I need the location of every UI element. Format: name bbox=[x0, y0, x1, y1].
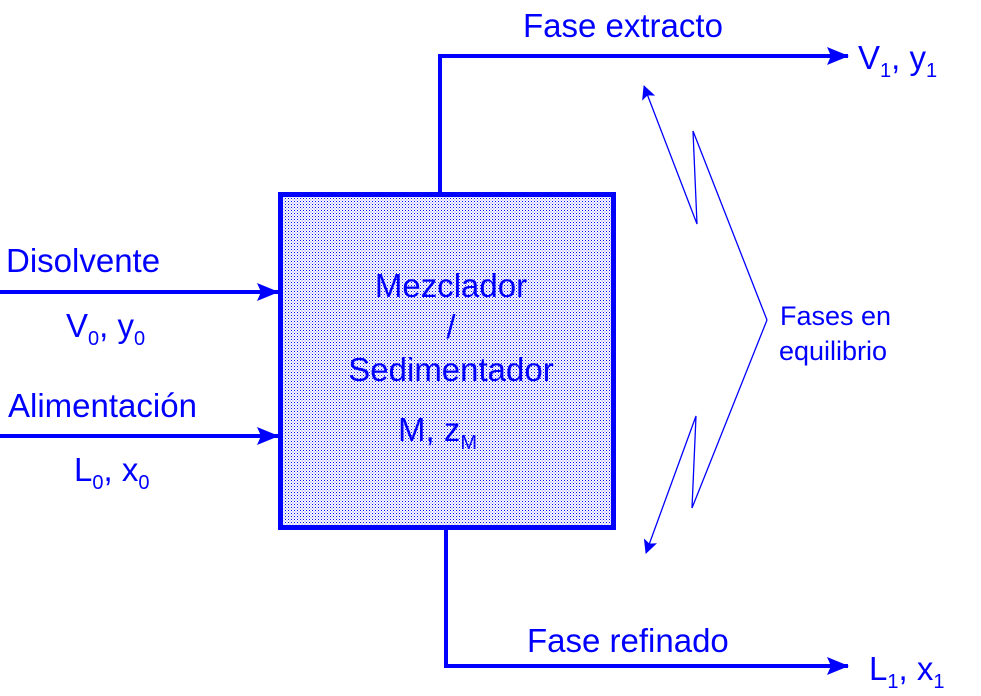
extract-label: Fase extracto bbox=[523, 7, 723, 44]
raffinate-label: Fase refinado bbox=[527, 622, 729, 659]
extract-stream-arrow bbox=[438, 47, 849, 192]
equilibrium-arrow-bottom bbox=[643, 319, 768, 554]
raffinate-stream-arrow bbox=[444, 530, 849, 675]
equilibrium-label-line1: Fases en bbox=[780, 301, 891, 331]
solvent-variables: V0, y0 bbox=[66, 307, 145, 350]
solvent-label: Disolvente bbox=[6, 242, 160, 279]
mixer-settler-box bbox=[278, 192, 616, 530]
unit-variables: M, zM bbox=[398, 411, 477, 454]
feed-label: Alimentación bbox=[8, 387, 197, 424]
equilibrium-arrow-top bbox=[642, 85, 768, 321]
raffinate-variables: L1, x1 bbox=[869, 650, 944, 693]
equilibrium-label-line2: equilibrio bbox=[779, 336, 887, 366]
unit-name-line1: Mezclador bbox=[375, 267, 527, 304]
feed-variables: L0, x0 bbox=[74, 451, 149, 494]
unit-name-slash: / bbox=[446, 308, 456, 345]
extract-variables: V1, y1 bbox=[858, 39, 937, 82]
unit-name-line3: Sedimentador bbox=[348, 351, 553, 388]
